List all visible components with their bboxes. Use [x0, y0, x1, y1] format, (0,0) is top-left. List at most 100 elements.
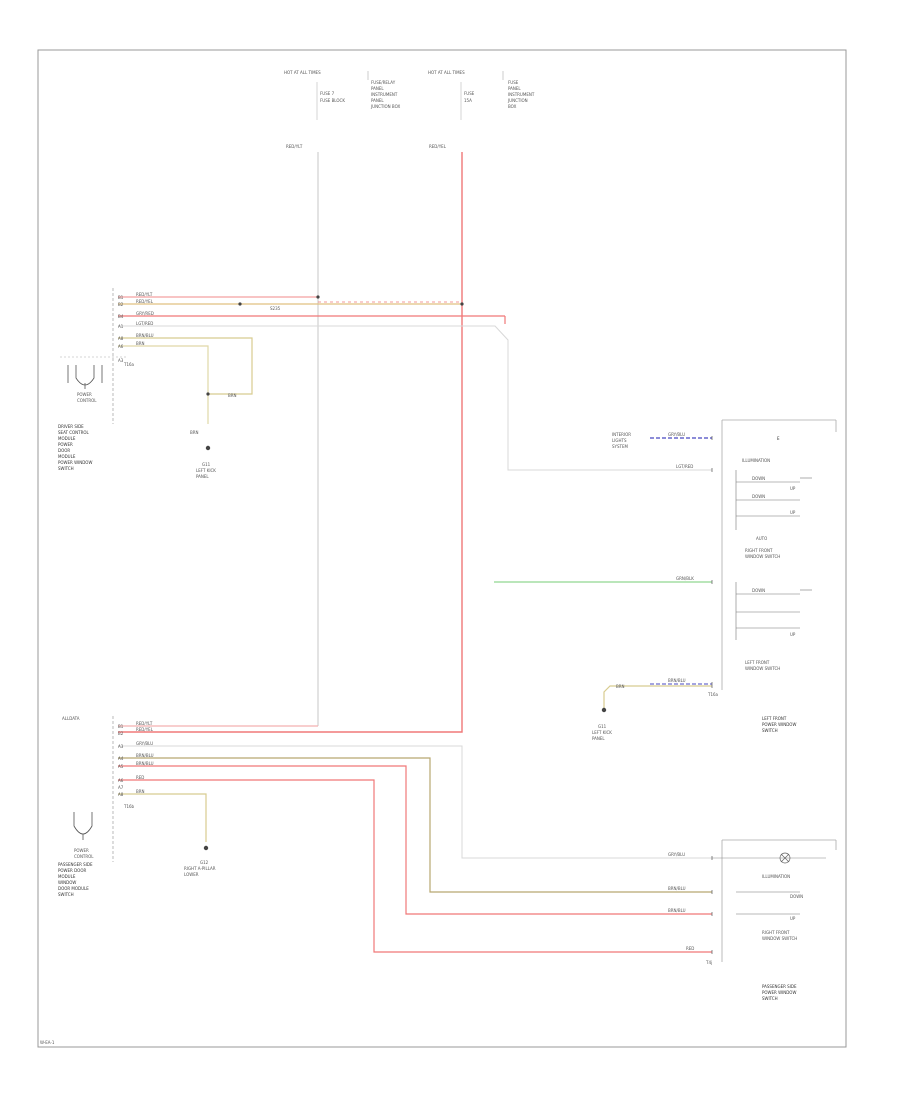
lf-illum-wire: GRY/BLU: [668, 432, 685, 437]
driver-name-6: MODULE: [58, 454, 76, 459]
driver-wire-6: BRN: [136, 341, 145, 346]
fuse-block-1-desc-5: JUNCTION BOX: [370, 104, 400, 109]
driver-pin-5: A8: [118, 336, 124, 341]
pass-header: ALLDATA: [62, 716, 80, 721]
fuse-block-2-desc-2: PANEL: [508, 86, 521, 91]
lf-ground-desc-2: PANEL: [592, 736, 605, 741]
driver-wire-3: GRY/RED: [136, 311, 154, 316]
pass-wire-2: RED/YEL: [136, 727, 154, 732]
pass-name-2: POWER DOOR: [58, 868, 86, 873]
pass-pin-7: A7: [118, 785, 124, 790]
driver-name-4: POWER: [58, 442, 73, 447]
fuse-block-1-header: HOT AT ALL TIMES: [284, 70, 321, 75]
pass-pin-end: T16b: [123, 804, 135, 809]
lf-section-4: LEFT FRONT: [745, 660, 770, 665]
pass-connector-sub: CONTROL: [74, 854, 94, 859]
pass-sw-wire-3: BRN/BLU: [668, 908, 686, 913]
fuse-block-2-desc-3: INSTRUMENT: [508, 92, 535, 97]
pass-sw-wire-1: GRY/BLU: [668, 852, 685, 857]
driver-pin-3: B4: [118, 314, 124, 319]
lf-contact-2: UP: [790, 486, 796, 491]
driver-pin-7: A3: [118, 358, 124, 363]
lf-illum-src-1: INTERIOR: [612, 432, 631, 437]
pass-name-4: WINDOW: [58, 880, 76, 885]
driver-splice-wire: BRN: [228, 393, 237, 398]
diagram-code: W-EA-1: [40, 1040, 55, 1045]
lf-pin-end: T16a: [707, 692, 719, 697]
fuse-block-2-desc-1: FUSE: [508, 80, 519, 85]
pass-lamp-icon: [779, 852, 791, 864]
lf-footer-3: SWITCH: [762, 728, 778, 733]
lf-wire-a: LGT/RED: [676, 464, 693, 469]
lf-section-5: WINDOW SWITCH: [745, 666, 780, 671]
lf-ground-name: G11: [598, 724, 607, 729]
pass-wire-1: RED/YLT: [136, 721, 153, 726]
pass-sw-footer-3: SWITCH: [762, 996, 778, 1001]
fuse-block-2-desc-5: BOX: [508, 104, 517, 109]
wire-pass-a8: [118, 793, 207, 842]
pass-sw-contact-2: UP: [790, 916, 796, 921]
driver-name-7: POWER WINDOW: [58, 460, 92, 465]
fuse-block-1: HOT AT ALL TIMES FUSE 7 FUSE BLOCK FUSE/…: [284, 70, 400, 149]
pass-sw-contacts: [736, 891, 800, 915]
fuse-block-1-wire: RED/YLT: [286, 144, 303, 149]
lf-contact-5: AUTO: [756, 536, 767, 541]
driver-ground-desc-2: PANEL: [196, 474, 209, 479]
wire-fuse2-feed: [118, 152, 463, 733]
driver-connector-label: POWER: [77, 392, 92, 397]
wires: [118, 152, 712, 953]
lf-section-3: WINDOW SWITCH: [745, 554, 780, 559]
pass-wire-7: BRN: [136, 789, 145, 794]
lf-contact-7: UP: [790, 632, 796, 637]
fuse-block-2: HOT AT ALL TIMES FUSE 15A FUSE PANEL INS…: [428, 70, 535, 149]
pass-sw-wire-4: RED: [686, 946, 694, 951]
pass-sw-wire-2: BRN/BLU: [668, 886, 686, 891]
lf-contact-4: UP: [790, 510, 796, 515]
driver-ground-wire: BRN: [190, 430, 199, 435]
pass-name-1: PASSENGER SIDE: [58, 862, 93, 867]
pass-sw-pin-end: T4j: [705, 960, 712, 965]
driver-wire-5: BRN/BLU: [136, 333, 154, 338]
pass-sw-footer-1: PASSENGER SIDE: [762, 984, 797, 989]
wire-pass-a4: [118, 757, 712, 893]
lf-ground-desc-1: LEFT KICK: [592, 730, 612, 735]
pass-wire-5: BRN/BLU: [136, 761, 154, 766]
left-front-switch: E INTERIOR LIGHTS SYSTEM GRY/BLU LGT/RED…: [592, 419, 837, 741]
fuse-block-1-note: FUSE BLOCK: [320, 98, 345, 103]
wire-pass-a3: [118, 745, 712, 859]
lf-wire-c: BRN/BLU: [668, 678, 686, 683]
driver-pin-end: T16a: [123, 362, 135, 367]
lf-contact-1: DOWN: [752, 476, 765, 481]
wire-driver-a6: [118, 345, 209, 424]
wire-pass-a5: [118, 765, 712, 915]
driver-ground-icon: [205, 445, 211, 451]
passenger-switch: GRY/BLU BRN/BLU BRN/BLU RED ILLUMINATION…: [668, 839, 837, 1001]
lf-section-2: RIGHT FRONT: [745, 548, 773, 553]
passenger-module: ALLDATA B1 B2 A3 A4 A5 A6 A7 A8 RED/YLT …: [58, 716, 216, 897]
fuse-block-2-fuse: FUSE: [464, 91, 475, 96]
pass-connector-label: POWER: [74, 848, 89, 853]
lf-contact-3: DOWN: [752, 494, 765, 499]
driver-connector-sub: CONTROL: [77, 398, 97, 403]
pass-wire-6: RED: [136, 775, 144, 780]
driver-pin-2: B2: [118, 302, 124, 307]
driver-name-3: MODULE: [58, 436, 76, 441]
driver-wire-1: RED/YLT: [136, 292, 153, 297]
wire-pass-a6: [118, 779, 712, 953]
pass-sw-section-1: RIGHT FRONT: [762, 930, 790, 935]
driver-connector-icon: [67, 365, 103, 389]
pass-pin-4: A4: [118, 756, 124, 761]
pass-wire-3: GRY/BLU: [136, 741, 153, 746]
pass-pin-6: A6: [118, 778, 124, 783]
driver-pin-1: B1: [118, 295, 124, 300]
pass-sw-footer-2: POWER WINDOW: [762, 990, 796, 995]
pass-connector-icon: [73, 812, 93, 840]
lf-switch-contacts: [735, 470, 812, 640]
fuse-block-1-desc-1: FUSE/RELAY: [371, 80, 396, 85]
pass-ground-icon: [203, 845, 209, 851]
driver-module: B1 B2 B4 A1 A8 A6 A3 RED/YLT RED/YEL GRY…: [58, 288, 237, 479]
lf-contact-6: DOWN: [752, 588, 765, 593]
pass-pin-1: B1: [118, 724, 124, 729]
pass-sw-lamp-label: ILLUMINATION: [762, 874, 790, 879]
